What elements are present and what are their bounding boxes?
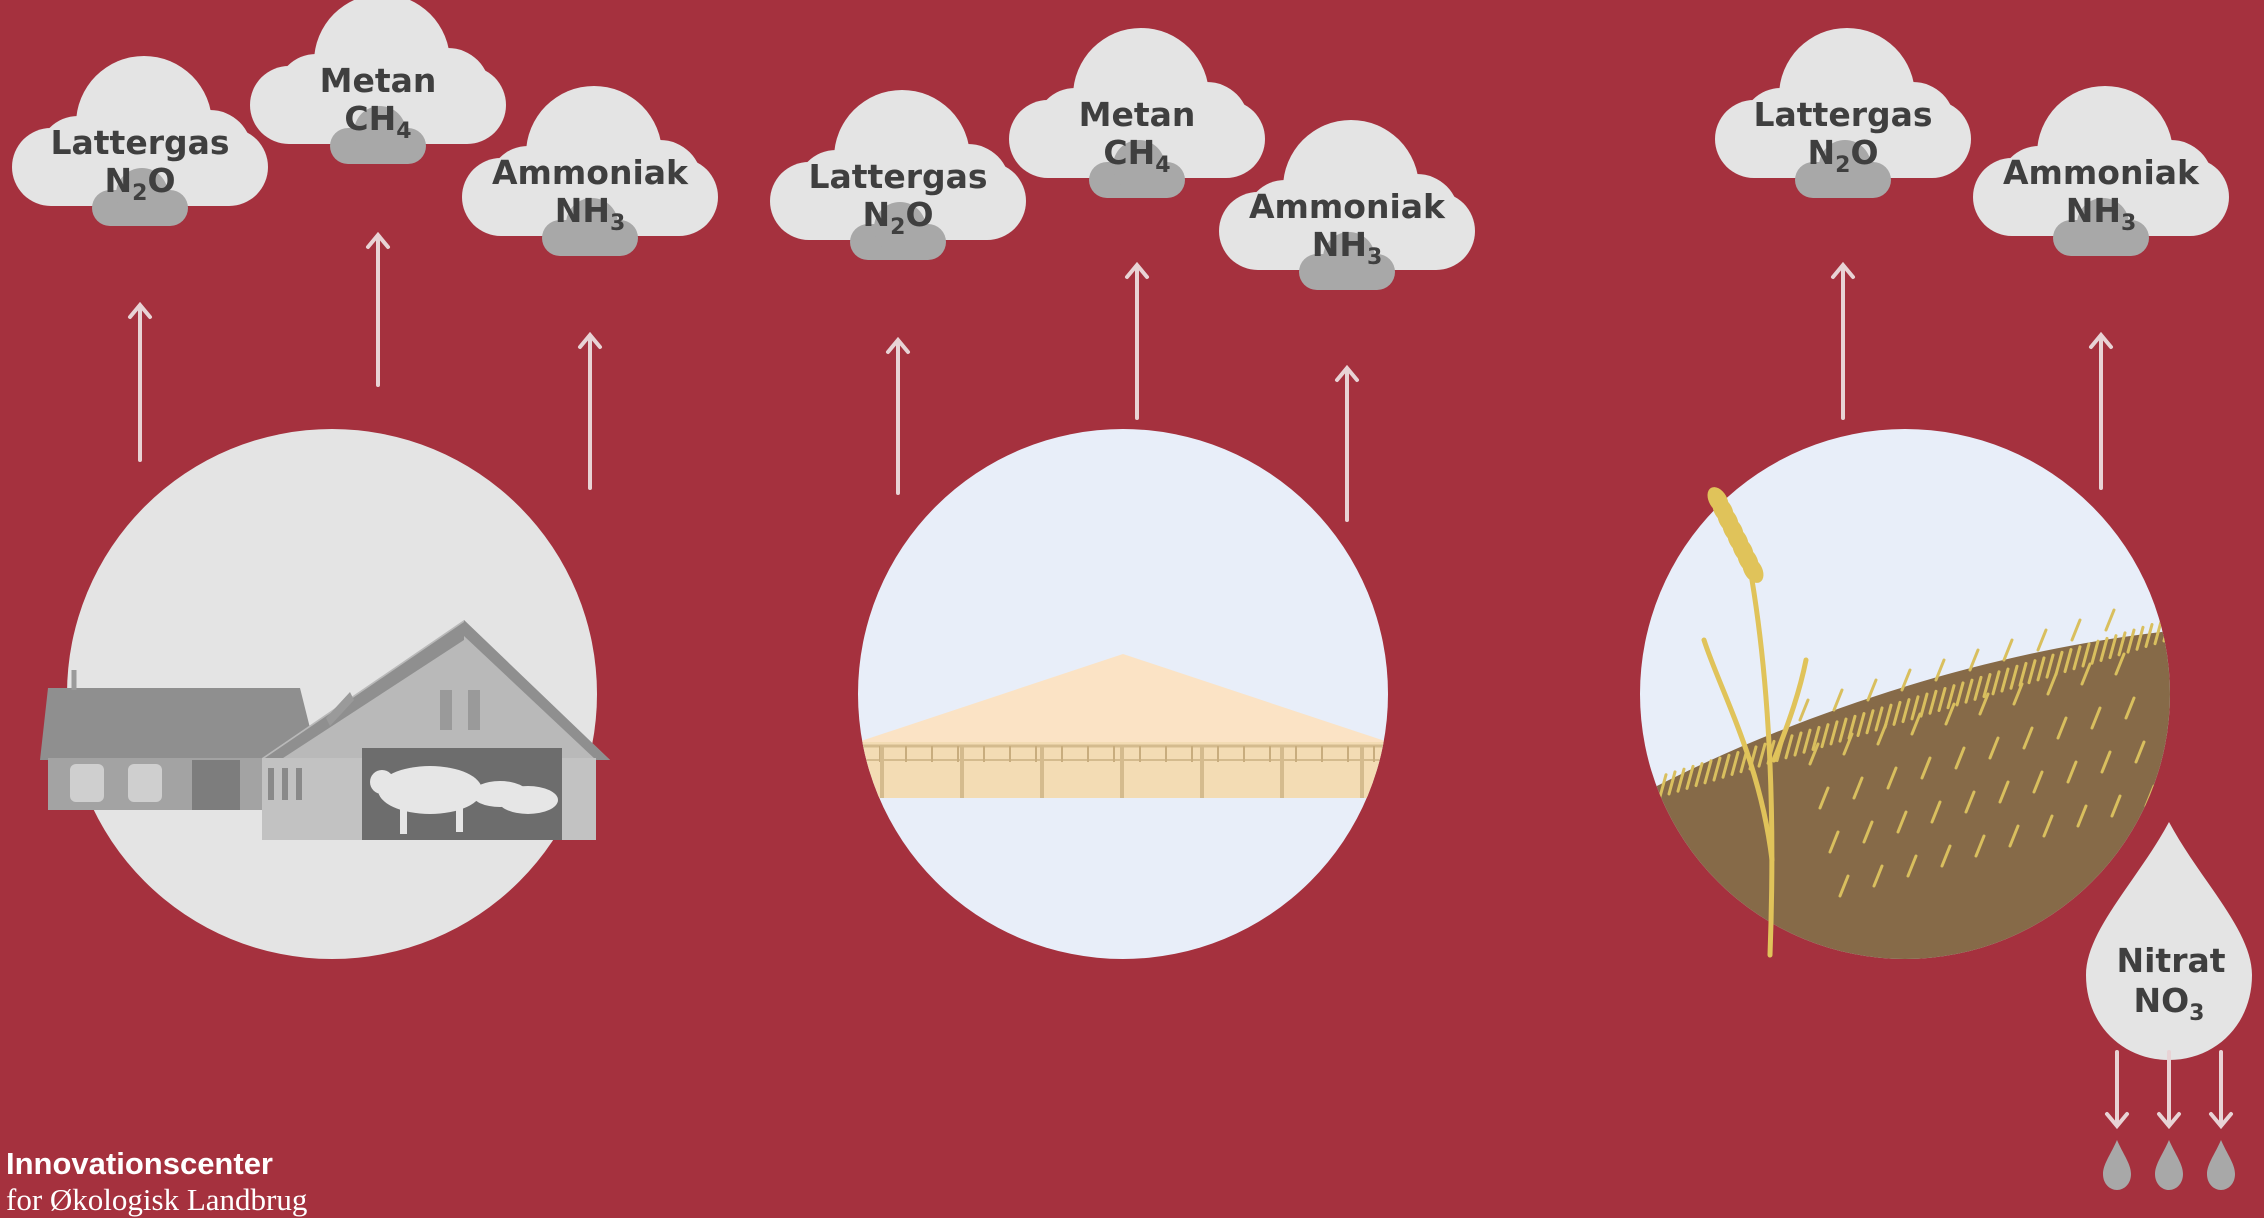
organization-name: Innovationscenter	[6, 1146, 273, 1181]
gas-formula: N2O	[863, 195, 934, 240]
arrow-up-icon	[578, 331, 602, 490]
arrow-down-icon	[2157, 1050, 2181, 1130]
organization-name-line2: for Økologisk Landbrug	[6, 1182, 308, 1217]
water-drop-icon	[2086, 822, 2252, 1060]
arrow-up-icon	[1831, 261, 1855, 420]
arrow-up-icon	[1125, 261, 1149, 420]
pig-barn-icon	[40, 429, 610, 959]
arrow-up-icon	[1335, 364, 1359, 522]
cloud-icon	[1009, 28, 1265, 178]
gas-formula: NH3	[555, 191, 626, 236]
cloud-icon	[1973, 86, 2229, 236]
gas-formula: NH3	[1312, 225, 1383, 270]
pig-icon	[370, 766, 558, 834]
arrow-up-icon	[886, 336, 910, 495]
soil	[1640, 630, 2170, 959]
water-drop-icon	[2103, 1140, 2131, 1190]
small-cloud-icon	[330, 106, 426, 164]
cloud-icon	[462, 86, 718, 236]
small-cloud-icon	[1795, 140, 1891, 198]
arrow-up-icon	[366, 231, 390, 387]
cloud-icon	[770, 90, 1026, 240]
gas-name: Ammoniak	[492, 153, 689, 192]
cloud-icon	[12, 56, 268, 206]
arrow-up-icon	[2089, 331, 2113, 490]
small-cloud-icon	[1299, 232, 1395, 290]
gas-name: Lattergas	[1753, 95, 1932, 134]
small-cloud-icon	[1089, 140, 1185, 198]
organization-footer: Innovationscenter for Økologisk Landbrug	[6, 1146, 307, 1218]
crop-rows	[1658, 608, 2170, 898]
gas-formula: CH4	[344, 99, 411, 144]
manure-heap	[858, 654, 1388, 742]
arrow-down-icon	[2105, 1050, 2129, 1130]
small-cloud-icon	[2053, 198, 2149, 256]
wheat-icon	[1701, 577, 1809, 958]
small-cloud-icon	[850, 202, 946, 260]
cloud-icon	[250, 0, 506, 144]
gas-formula: N2O	[1808, 133, 1879, 178]
gas-name: Metan	[320, 61, 437, 100]
manure-storage-icon	[858, 429, 1388, 959]
gas-name: Ammoniak	[1249, 187, 1446, 226]
wheat-field-icon	[1640, 429, 2170, 959]
arrow-down-icon	[2209, 1050, 2233, 1130]
nitrate-formula: NO3	[2134, 981, 2205, 1026]
arrow-up-icon	[128, 301, 152, 462]
small-cloud-icon	[92, 168, 188, 226]
gas-name: Metan	[1079, 95, 1196, 134]
gas-name: Ammoniak	[2003, 153, 2200, 192]
small-cloud-icon	[542, 198, 638, 256]
gas-name: Lattergas	[50, 123, 229, 162]
cloud-icon	[1219, 120, 1475, 270]
wheat-ear-icon	[1707, 487, 1764, 583]
nitrate-name: Nitrat	[2116, 941, 2225, 980]
gas-formula: N2O	[105, 161, 176, 206]
gas-formula: NH3	[2066, 191, 2137, 236]
water-drop-icon	[2207, 1140, 2235, 1190]
gas-name: Lattergas	[808, 157, 987, 196]
water-drop-icon	[2155, 1140, 2183, 1190]
cloud-icon	[1715, 28, 1971, 178]
gas-formula: CH4	[1103, 133, 1170, 178]
